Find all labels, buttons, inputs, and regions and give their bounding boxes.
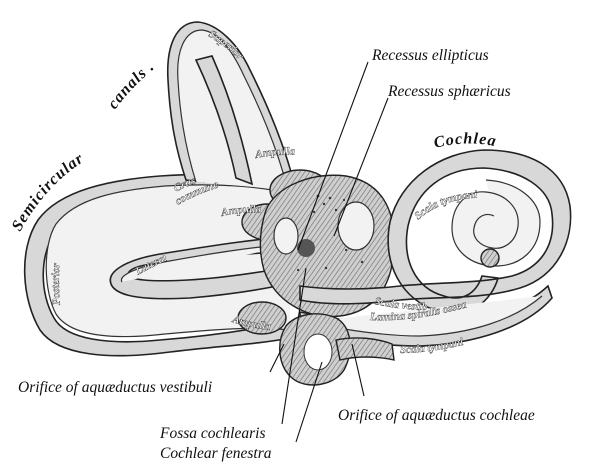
label-canals: canals . <box>105 58 158 113</box>
leader-cochlear-fenestra <box>295 361 323 443</box>
label-ampulla-mid: Ampulla <box>219 204 262 219</box>
label-ampulla-top: Ampulla <box>253 146 295 161</box>
label-fossa-cochlearis: Fossa cochlearis <box>159 425 265 442</box>
cochlea-drawing <box>279 149 572 386</box>
leader-recessus-sphaericus <box>333 97 389 237</box>
label-orifice-cochleae: Orifice of aquæductus cochleae <box>338 407 535 424</box>
label-cochlear-fenestra: Cochlear fenestra <box>160 445 272 462</box>
leader-recessus-ellipticus <box>297 61 369 251</box>
label-recessus-sphaericus: Recessus sphæricus <box>387 83 511 100</box>
leader-fossa-cochlearis <box>281 267 307 425</box>
label-posterior: Posterior <box>50 262 63 306</box>
leader-lines <box>269 61 389 443</box>
label-orifice-vestibuli: Orifice of aquæductus vestibuli <box>18 379 212 396</box>
leader-orifice-cochleae <box>351 343 365 397</box>
leader-orifice-vestibuli <box>269 343 285 373</box>
label-recessus-ellipticus: Recessus ellipticus <box>371 47 489 64</box>
label-cochlea: Cochlea <box>432 130 498 151</box>
external-labels: Recessus ellipticus Recessus sphæricus O… <box>18 47 535 462</box>
